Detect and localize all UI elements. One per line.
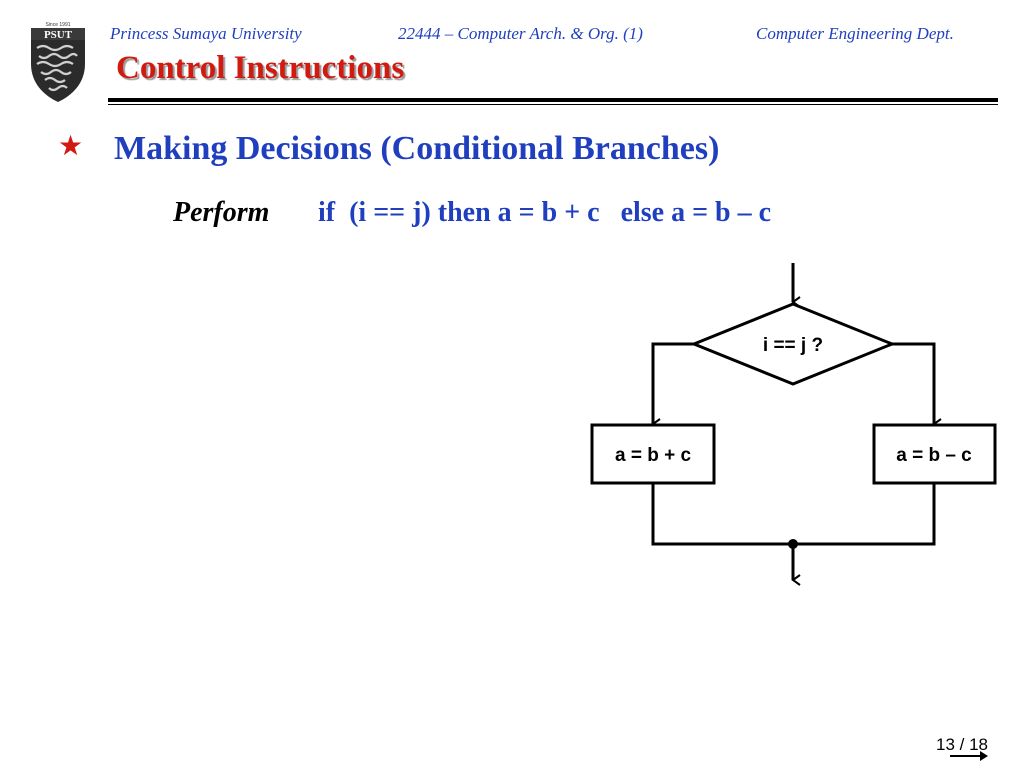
bullet-heading: Making Decisions (Conditional Branches) <box>114 130 720 167</box>
false-branch-arrow <box>892 342 942 430</box>
header-department: Computer Engineering Dept. <box>756 24 954 43</box>
header-university: Princess Sumaya University <box>110 24 302 43</box>
merge-line <box>651 483 936 546</box>
psut-logo: Since 1991 PSUT <box>31 22 85 102</box>
title-divider <box>108 98 998 102</box>
false-branch-box <box>872 423 997 485</box>
next-arrow-icon <box>950 751 988 761</box>
logo-since-text: Since 1991 <box>45 22 70 28</box>
decision-label: i == j ? <box>763 335 823 356</box>
false-branch-label: a = b – c <box>896 445 972 466</box>
code-statement: if (i == j) then a = b + c else a = b – … <box>318 197 772 228</box>
page-number: 13 / 18 <box>936 735 988 754</box>
perform-label: Perform <box>173 197 270 228</box>
true-branch-arrow <box>651 342 694 430</box>
star-icon: ★ <box>58 129 84 162</box>
title-divider-thin <box>108 104 998 105</box>
decision-diamond <box>689 302 897 386</box>
true-branch-label: a = b + c <box>615 445 691 466</box>
slide-title: Control Instructions <box>116 50 405 86</box>
true-branch-box <box>590 423 716 485</box>
logo-text: PSUT <box>44 29 73 41</box>
header-course: 22444 – Computer Arch. & Org. (1) <box>398 24 643 43</box>
